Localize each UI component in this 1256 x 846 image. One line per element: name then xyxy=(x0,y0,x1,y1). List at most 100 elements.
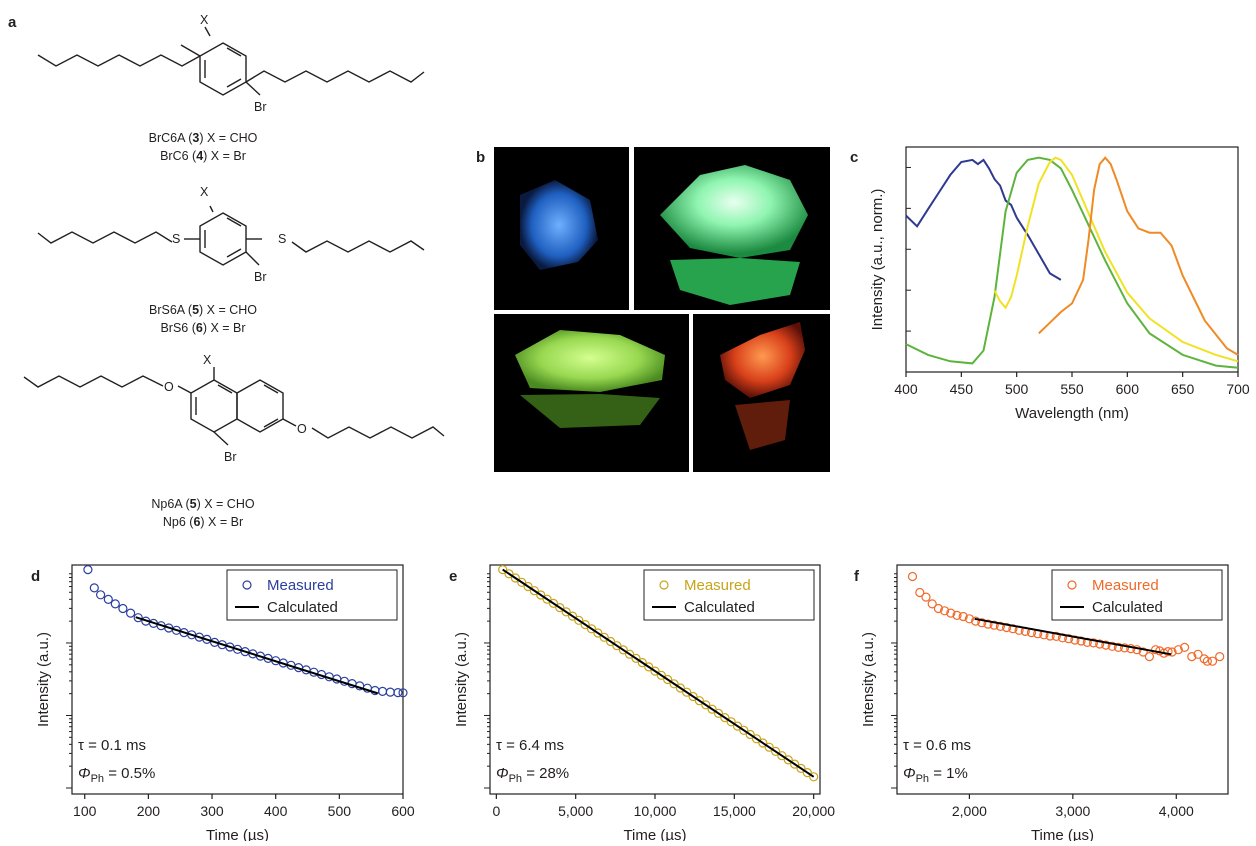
measured-point xyxy=(907,571,918,582)
measured-point xyxy=(510,573,521,583)
measured-point xyxy=(536,590,546,600)
panel-label-c: c xyxy=(850,149,858,166)
x-tick-label: 20,000 xyxy=(792,803,835,819)
x-tick-label: 4,000 xyxy=(1159,803,1194,819)
measured-point xyxy=(624,649,635,659)
atom-s-right: S xyxy=(278,232,286,246)
measured-point xyxy=(946,608,956,618)
measured-point xyxy=(95,590,106,600)
measured-point xyxy=(809,772,819,782)
measured-point xyxy=(393,687,403,698)
measured-point xyxy=(707,704,717,714)
measured-point xyxy=(1187,651,1197,662)
measured-point xyxy=(118,603,128,614)
measured-point xyxy=(605,636,616,647)
measured-point xyxy=(1064,634,1074,644)
calculated-fit-line xyxy=(135,616,378,695)
measured-point xyxy=(586,624,597,634)
legend-calculated-label: Calculated xyxy=(267,599,338,616)
measured-point xyxy=(574,615,584,625)
thio-chain-right xyxy=(291,240,425,253)
measured-point xyxy=(751,734,762,744)
caption-np6: Np6 (6) X = Br xyxy=(163,515,243,529)
measured-point xyxy=(126,608,136,618)
legend-measured-label: Measured xyxy=(1092,577,1159,594)
atom-o-left: O xyxy=(164,380,174,394)
x-axis-label: Time (µs) xyxy=(623,827,686,841)
panel-label-f: f xyxy=(854,568,860,585)
measured-point xyxy=(644,662,654,672)
measured-point xyxy=(939,606,950,616)
x-tick-label: 600 xyxy=(1116,381,1140,397)
measured-point xyxy=(133,613,143,623)
measured-point xyxy=(1001,622,1012,633)
y-axis-label: Intensity (a.u.) xyxy=(453,632,470,727)
measured-point xyxy=(618,645,628,655)
atom-o-right: O xyxy=(297,422,307,436)
measured-point xyxy=(529,586,540,596)
measured-point xyxy=(631,653,641,664)
measured-point xyxy=(1173,645,1183,655)
measured-point xyxy=(701,700,711,710)
phi-annotation: ΦPh = 28% xyxy=(496,765,569,785)
measured-point xyxy=(720,712,730,723)
measured-point xyxy=(1163,646,1173,657)
legend-box xyxy=(643,569,815,621)
benzene-ring-2 xyxy=(199,212,247,266)
x-tick-label: 5,000 xyxy=(558,803,593,819)
panel-label-e: e xyxy=(449,568,457,585)
measured-point xyxy=(650,666,660,676)
x-tick-label: 300 xyxy=(200,803,224,819)
measured-point xyxy=(783,755,793,765)
measured-point xyxy=(548,598,559,609)
panel-label-d: d xyxy=(31,568,40,585)
x-tick-label: 100 xyxy=(73,803,97,819)
x-tick-label: 3,000 xyxy=(1055,803,1090,819)
atom-x-3: X xyxy=(203,353,212,367)
measured-point xyxy=(802,767,812,778)
legend-box xyxy=(1051,569,1223,621)
measured-point xyxy=(1199,654,1209,664)
measured-point xyxy=(202,634,212,645)
atom-br-2: Br xyxy=(254,270,267,284)
x-tick-label: 2,000 xyxy=(952,803,987,819)
spectrum-series-1 xyxy=(905,156,1239,369)
x-tick-label: 400 xyxy=(264,803,288,819)
measured-point xyxy=(952,610,962,621)
tau-annotation: τ = 0.1 ms xyxy=(78,737,146,754)
measured-point xyxy=(378,686,388,697)
measured-point xyxy=(977,618,987,628)
measured-point xyxy=(517,577,527,587)
measured-point xyxy=(1101,640,1111,650)
measured-point xyxy=(933,603,944,614)
measured-point xyxy=(713,708,724,719)
measured-point xyxy=(612,641,622,651)
measured-point xyxy=(964,614,975,624)
photo-orange-crystal xyxy=(693,314,830,472)
legend-measured-marker xyxy=(242,580,252,590)
x-tick-label: 700 xyxy=(1226,381,1250,397)
measured-point xyxy=(796,763,806,774)
x-tick-label: 10,000 xyxy=(634,803,677,819)
plot-frame xyxy=(71,564,404,795)
measured-point xyxy=(567,611,578,621)
legend-calculated-label: Calculated xyxy=(1092,599,1163,616)
measured-point xyxy=(694,696,705,706)
y-axis-label: Intensity (a.u.) xyxy=(860,632,877,727)
spectrum-series-2 xyxy=(993,156,1239,363)
measured-point xyxy=(89,583,99,593)
measured-point xyxy=(1008,624,1018,634)
caption-np6a: Np6A (5) X = CHO xyxy=(151,497,254,511)
spectrum-series-0 xyxy=(905,158,1062,281)
atom-s-left: S xyxy=(172,232,180,246)
measured-point xyxy=(1167,647,1177,657)
measured-point xyxy=(580,619,590,630)
measured-point xyxy=(542,594,552,604)
measured-point xyxy=(995,621,1006,632)
measured-point xyxy=(83,564,93,575)
naphthalene-ring-left xyxy=(190,379,238,433)
phi-annotation: ΦPh = 1% xyxy=(903,765,968,785)
measured-point xyxy=(777,751,787,761)
alkyl-chain-left xyxy=(37,54,201,67)
